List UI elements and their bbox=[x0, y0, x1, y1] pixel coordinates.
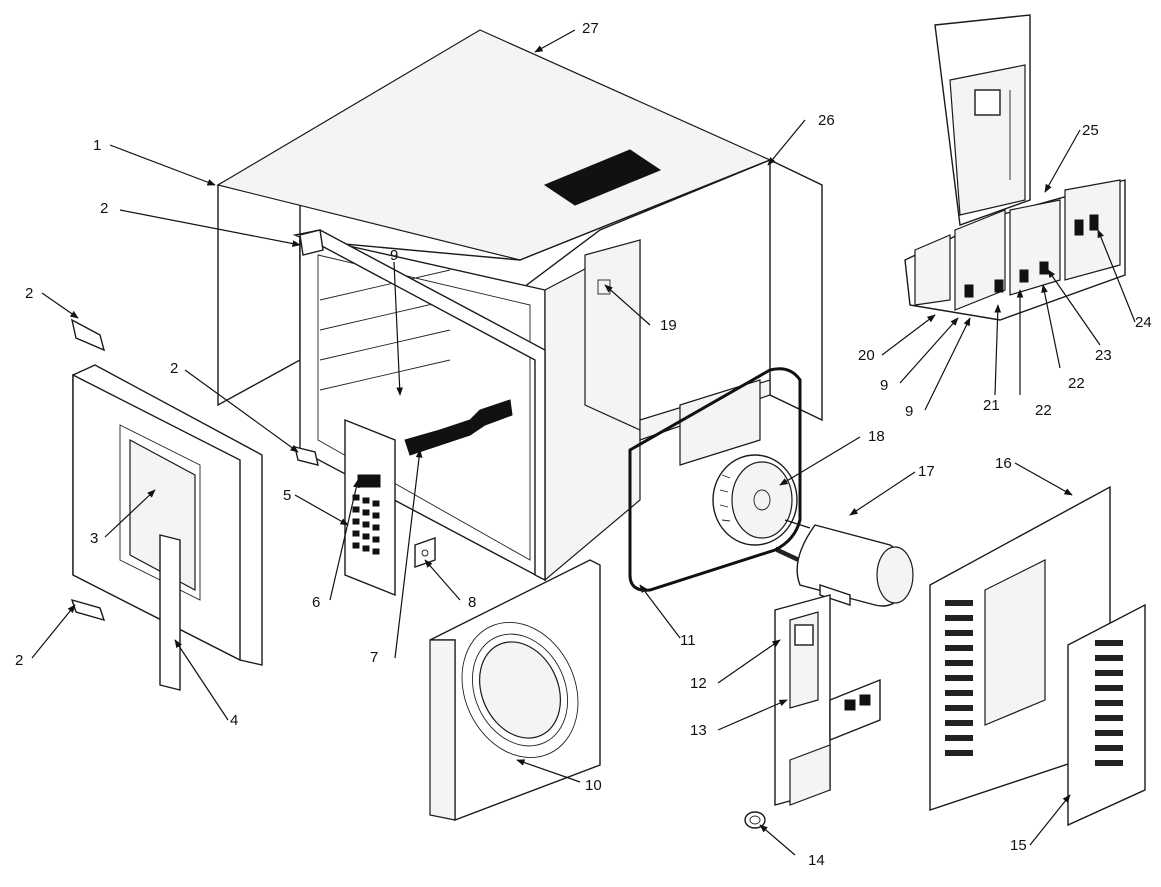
keypad-buttons bbox=[352, 494, 380, 555]
callout-14: 14 bbox=[808, 852, 825, 869]
callout-5: 5 bbox=[283, 487, 291, 504]
callout-2: 2 bbox=[170, 360, 178, 377]
callout-12: 12 bbox=[690, 675, 707, 692]
callout-17: 17 bbox=[918, 463, 935, 480]
control-panel bbox=[344, 418, 396, 597]
callout-2: 2 bbox=[15, 652, 23, 669]
vent-panel-louvers bbox=[1095, 640, 1123, 766]
callout-2: 2 bbox=[100, 200, 108, 217]
top-cover bbox=[216, 29, 772, 261]
callout-2: 2 bbox=[25, 285, 33, 302]
side-panel-louvers bbox=[945, 600, 973, 756]
callout-1: 1 bbox=[93, 137, 101, 154]
component-bracket bbox=[774, 594, 881, 806]
door-gasket bbox=[628, 367, 802, 592]
callout-4: 4 bbox=[230, 712, 238, 729]
callout-22: 22 bbox=[1068, 375, 1085, 392]
callout-23: 23 bbox=[1095, 347, 1112, 364]
callout-9: 9 bbox=[905, 403, 913, 420]
callout-26: 26 bbox=[818, 112, 835, 129]
fan-motor bbox=[784, 519, 914, 607]
callout-9: 9 bbox=[390, 247, 398, 264]
electrical-assembly bbox=[904, 14, 1126, 321]
callout-16: 16 bbox=[995, 455, 1012, 472]
callout-3: 3 bbox=[90, 530, 98, 547]
callout-15: 15 bbox=[1010, 837, 1027, 854]
hinge-lower-frame bbox=[294, 446, 319, 466]
callout-10: 10 bbox=[585, 777, 602, 794]
callout-labels: 1 2 2 2 2 3 4 5 6 7 8 9 9 9 10 11 12 13 … bbox=[15, 20, 1152, 869]
fan-wheel bbox=[712, 454, 798, 546]
vent-panel bbox=[1067, 603, 1146, 827]
callout-24: 24 bbox=[1135, 314, 1152, 331]
callout-25: 25 bbox=[1082, 122, 1099, 139]
leader-lines bbox=[31, 29, 1136, 856]
callout-11: 11 bbox=[680, 632, 696, 649]
ribbon-cable bbox=[404, 399, 513, 456]
oven-door bbox=[72, 364, 263, 691]
callout-6: 6 bbox=[312, 594, 320, 611]
side-panel bbox=[929, 485, 1111, 811]
callout-8: 8 bbox=[468, 594, 476, 611]
front-panel bbox=[429, 559, 601, 822]
callout-19: 19 bbox=[660, 317, 677, 334]
callout-22: 22 bbox=[1035, 402, 1052, 419]
callout-13: 13 bbox=[690, 722, 707, 739]
callout-9: 9 bbox=[880, 377, 888, 394]
callout-18: 18 bbox=[868, 428, 885, 445]
callout-27: 27 bbox=[582, 20, 599, 37]
hinge-bottom bbox=[70, 598, 106, 622]
callout-20: 20 bbox=[858, 347, 875, 364]
hinge-upper-frame bbox=[299, 229, 324, 256]
bracket-8 bbox=[414, 537, 436, 568]
grommet bbox=[744, 811, 766, 829]
callout-21: 21 bbox=[983, 397, 1000, 414]
top-vent-grille bbox=[543, 149, 662, 206]
callout-7: 7 bbox=[370, 649, 378, 666]
hinge-top bbox=[70, 318, 106, 352]
